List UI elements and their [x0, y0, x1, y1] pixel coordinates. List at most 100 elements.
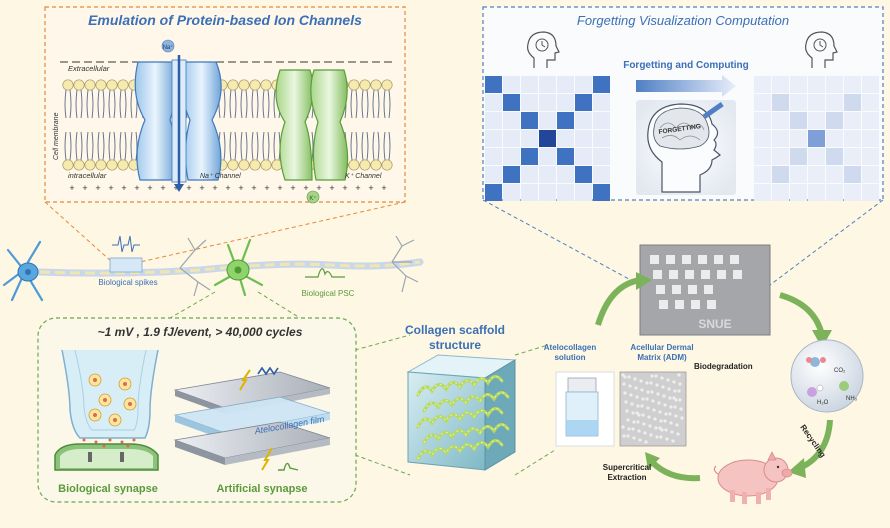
grid-cell [503, 130, 520, 147]
electrode-pad [707, 300, 716, 309]
adm-texture-dot [659, 435, 663, 439]
grid-cell [862, 166, 879, 183]
cell-membrane-label: Cell membrane [53, 112, 60, 160]
adm-texture-dot [657, 401, 661, 405]
grid-cell [575, 130, 592, 147]
grid-cell [485, 184, 502, 201]
adm-texture-dot [647, 415, 651, 419]
adm-texture-dot [669, 405, 673, 409]
biological-synapse-illustration: Biological synapse [54, 349, 159, 495]
synapse-specs: ~1 mV , 1.9 fJ/event, > 40,000 cycles [98, 325, 303, 339]
forgetting-arrow [636, 75, 736, 97]
synapse-connector-top [354, 334, 411, 351]
adm-texture-dot [668, 396, 672, 400]
forgetting-panel: Forgetting Visualization Computation For… [482, 6, 884, 201]
adm-texture-dot [637, 429, 641, 433]
adm-texture-dot [634, 386, 638, 390]
grid-cell [808, 76, 825, 93]
lipid-head [348, 159, 360, 171]
na-channel-label: Na⁺ Channel [200, 173, 241, 180]
collagen-scaffold: Collagen scaffold structure [405, 323, 517, 471]
grid-cell [826, 130, 843, 147]
grid-cell [503, 76, 520, 93]
electrode-pad [717, 270, 726, 279]
grid-cell [557, 112, 574, 129]
forgetting-connector-left [482, 199, 641, 286]
grid-cell [503, 94, 520, 111]
adm-texture-dot [660, 376, 664, 380]
lightning-bottom-icon [261, 447, 273, 471]
k-ion-label: K⁺ [309, 195, 316, 202]
plus-charge: + [69, 183, 74, 193]
grid-cell [844, 94, 861, 111]
released-neurotransmitter [126, 444, 130, 448]
biological-spikes-label: Biological spikes [98, 278, 157, 287]
neuron-row: Biological spikes Biological PSC [2, 235, 424, 302]
grid-cell [539, 184, 556, 201]
blue-neuron [2, 240, 44, 302]
grid-cell [521, 112, 538, 129]
adm-texture-dot [628, 384, 632, 388]
grid-cell [575, 94, 592, 111]
grid-cell [557, 184, 574, 201]
pig-icon [713, 451, 793, 504]
adm-texture-dot [660, 428, 664, 432]
adm-texture-dot [678, 398, 682, 402]
adm-texture-dot [630, 402, 634, 406]
adm-texture-dot [673, 405, 677, 409]
adm-texture-dot [661, 385, 665, 389]
adm-texture-dot [640, 404, 644, 408]
grid-cell [539, 130, 556, 147]
plus-charge: + [186, 183, 191, 193]
brain-icon [653, 107, 710, 150]
lipid-head [106, 79, 118, 91]
plus-charge: + [290, 183, 295, 193]
grid-cell [575, 166, 592, 183]
adm-texture-dot [638, 438, 642, 442]
chip-text: SNUE [698, 317, 731, 331]
electrode-pad [685, 270, 694, 279]
grid-cell [539, 166, 556, 183]
pattern-grid-after [754, 76, 879, 201]
released-neurotransmitter [82, 438, 86, 442]
adm-texture-dot [677, 389, 681, 393]
collagen-fibers [416, 375, 510, 461]
adm-texture-dot [670, 430, 674, 434]
adm-texture-dot [663, 403, 667, 407]
electrode-pad [675, 300, 684, 309]
lipid-head [227, 159, 239, 171]
grid-cell [826, 76, 843, 93]
neurotransmitter [113, 418, 117, 422]
synapse-panel: ~1 mV , 1.9 fJ/event, > 40,000 cycles Bi… [37, 317, 357, 503]
adm-line2: Matrix (ADM) [637, 353, 687, 362]
connector-line-left [44, 201, 113, 263]
adm-texture-dot [655, 435, 659, 439]
na-ion-label: Na⁺ [163, 44, 174, 51]
electrode-pad [688, 285, 697, 294]
plus-charge: + [225, 183, 230, 193]
supercritical-line2: Extraction [607, 473, 646, 482]
lipid-head [381, 79, 393, 91]
adm-texture-dot [632, 436, 636, 440]
forgetting-title: Forgetting Visualization Computation [577, 13, 789, 28]
grid-cell [754, 184, 771, 201]
grid-cell [539, 76, 556, 93]
grid-cell [862, 94, 879, 111]
output-psc-icon [278, 462, 299, 471]
lipid-head [84, 79, 96, 91]
atelocollagen-solution-line2: solution [554, 353, 585, 362]
grid-cell [485, 148, 502, 165]
released-neurotransmitter [120, 440, 124, 444]
grid-cell [862, 76, 879, 93]
adm-texture-dot [651, 399, 655, 403]
grid-cell [790, 76, 807, 93]
adm-texture-dot [668, 412, 672, 416]
electrode-pad [701, 270, 710, 279]
plus-charge: + [264, 183, 269, 193]
grid-cell [772, 166, 789, 183]
grid-cell [844, 130, 861, 147]
neuron-connector-right [257, 291, 301, 319]
electrode-pad [704, 285, 713, 294]
lipid-head [348, 79, 360, 91]
arrow-to-solution [649, 459, 701, 482]
